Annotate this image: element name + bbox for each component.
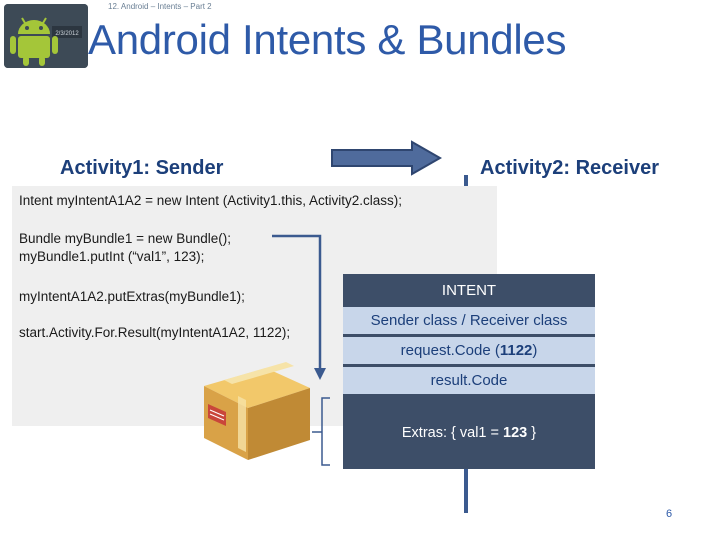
bundle-down-arrow [272,234,326,380]
code-line-intent: Intent myIntentA1A2 = new Intent (Activi… [19,193,403,208]
extras-close: } [527,425,537,441]
page-title: Android Intents & Bundles [88,16,567,63]
svg-text:2/3/2012: 2/3/2012 [55,31,79,37]
code-line-startactivity: start.Activity.For.Result(myIntentA1A2, … [19,325,291,340]
request-code-label: request.Code ( [400,342,500,359]
code-line-putextras: myIntentA1A2.putExtras(myBundle1); [19,289,245,304]
receiver-heading: Activity2: Receiver [480,157,659,179]
request-code-value: 1122 [499,342,533,359]
extras-label: Extras: { val1 = [401,425,504,441]
breadcrumb: 12. Android – Intents – Part 2 [108,2,212,11]
android-logo-icon: 2/3/2012 [4,4,88,68]
intent-result-code-cell: result.Code [343,367,595,394]
code-line-putint: myBundle1.putInt (“val1”, 123); [19,249,205,264]
request-code-close: ) [532,342,538,359]
extras-value: 123 [503,425,528,441]
sender-to-receiver-arrow [331,140,443,176]
extras-bracket [312,397,330,466]
intent-sender-receiver-cell: Sender class / Receiver class [343,307,595,334]
code-line-bundle: Bundle myBundle1 = new Bundle(); [19,231,232,246]
intent-extras-cell: Extras: { val1 = 123 } [343,398,595,468]
page-number: 6 [666,508,673,520]
cardboard-box-icon [204,362,310,460]
sender-heading: Activity1: Sender [60,157,224,179]
intent-header: INTENT [441,282,497,299]
intent-request-code-cell: request.Code (1122) [343,337,595,364]
